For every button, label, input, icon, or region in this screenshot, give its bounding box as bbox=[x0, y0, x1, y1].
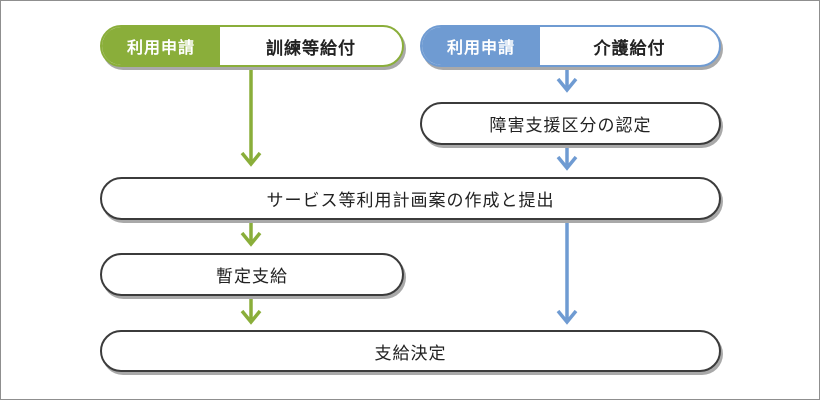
payment-decision-label: 支給決定 bbox=[374, 343, 447, 364]
arrow-provisional-to-decision bbox=[240, 297, 262, 325]
training-application-tag: 利用申請 bbox=[102, 27, 220, 65]
service-plan-label: サービス等利用計画案の作成と提出 bbox=[266, 191, 555, 211]
training-benefit-header: 利用申請 訓練等給付 bbox=[100, 25, 404, 67]
care-benefit-title: 介護給付 bbox=[593, 38, 666, 59]
arrow-plan-to-provisional bbox=[240, 219, 262, 247]
disability-support-level-box: 障害支援区分の認定 bbox=[420, 102, 721, 145]
arrow-care-to-assessment bbox=[556, 69, 578, 93]
provisional-payment-box: 暫定支給 bbox=[100, 253, 404, 296]
disability-support-level-label: 障害支援区分の認定 bbox=[489, 116, 652, 136]
training-benefit-title: 訓練等給付 bbox=[266, 38, 356, 59]
provisional-payment-label: 暫定支給 bbox=[216, 267, 288, 287]
arrow-training-to-plan bbox=[240, 65, 262, 167]
care-application-tag: 利用申請 bbox=[422, 27, 540, 65]
arrow-plan-to-decision bbox=[556, 219, 578, 325]
payment-decision-box: 支給決定 bbox=[100, 330, 721, 372]
service-plan-box: サービス等利用計画案の作成と提出 bbox=[100, 177, 721, 220]
care-benefit-header: 利用申請 介護給付 bbox=[420, 25, 721, 67]
arrow-assessment-to-plan bbox=[556, 147, 578, 171]
